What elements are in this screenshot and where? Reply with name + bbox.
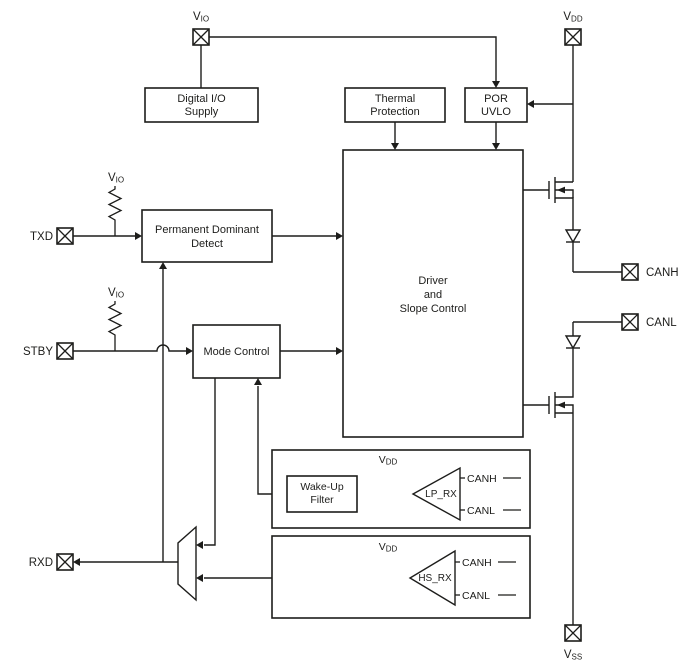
ls-body-arrow [557, 401, 565, 409]
arrow-mode-into-mux [196, 541, 203, 549]
rxd-mux-icon [177, 525, 197, 602]
stby-pin-label: STBY [23, 346, 53, 358]
pdd-label-line1: Permanent Dominant [155, 224, 259, 236]
arrow-into-por-right [527, 100, 534, 108]
hs-body-arrow [557, 186, 565, 194]
canl-pin-label: CANL [646, 317, 677, 329]
block-thermal-protection: Thermal Protection [344, 87, 446, 123]
pin-vio: VIO [192, 11, 210, 46]
lp-vdd-label: VDD [379, 454, 398, 467]
arrow-txd-into-pdd [135, 232, 142, 240]
ls-diode-triangle-icon [564, 335, 582, 350]
hs-canh-label: CANH [462, 557, 492, 569]
low-side-mosfet [548, 360, 574, 418]
arrow-mode-into-driver [336, 347, 343, 355]
rxd-pin-label: RXD [29, 557, 53, 569]
driver-label-line2: and [424, 289, 442, 301]
arrow-stby-into-mode [186, 347, 193, 355]
canh-pin-cross-icon [621, 263, 639, 281]
pin-canl: CANL [621, 313, 677, 331]
arrow-wake-into-mode [254, 378, 262, 385]
por-uvlo-label-line2: UVLO [481, 106, 511, 118]
vio-pin-label: VIO [193, 11, 209, 24]
thermal-protection-box [344, 87, 446, 123]
txd-pin-cross-icon [56, 227, 74, 245]
high-side-mosfet [548, 177, 574, 230]
block-mode-control: Mode Control [192, 324, 281, 379]
hs-rx-amplifier-icon [408, 549, 456, 607]
driver-slope-control-box [342, 149, 524, 438]
hs-receiver-outer-box [271, 535, 531, 619]
thermal-protection-label-line2: Protection [370, 106, 420, 118]
hs-rx-label: HS_RX [418, 573, 452, 584]
resistor-zigzag-icon [107, 301, 123, 351]
arrow-thermal-into-driver [391, 143, 399, 150]
digital-io-supply-box [144, 87, 259, 123]
pin-stby: STBY [23, 342, 74, 360]
hs-canl-label: CANL [462, 590, 490, 602]
resistor-zigzag-icon [107, 186, 123, 236]
lp-canh-label: CANH [467, 473, 497, 485]
pin-canh: CANH [621, 263, 679, 281]
mode-control-box [192, 324, 281, 379]
vio-pin-cross-icon [192, 28, 210, 46]
por-uvlo-label-line1: POR [484, 93, 508, 105]
rxd-pin-cross-icon [56, 553, 74, 571]
wire-mode-to-mux [204, 378, 216, 546]
block-digital-io-supply: Digital I/O Supply [144, 87, 259, 123]
pin-vss: VSS [564, 624, 582, 662]
hs-diode-triangle-icon [564, 229, 582, 244]
digital-io-supply-label-line2: Supply [185, 106, 219, 118]
stby-pin-cross-icon [56, 342, 74, 360]
vss-pin-cross-icon [564, 624, 582, 642]
wake-up-filter-label-line1: Wake-Up [300, 481, 344, 493]
lp-rx-amplifier-icon [411, 466, 461, 522]
stby-pullup-resistor: VIO [107, 287, 124, 351]
block-lp-receiver: Wake-Up Filter VDD LP_RX CANH CANL [271, 449, 531, 529]
digital-io-supply-label-line1: Digital I/O [177, 93, 226, 105]
block-hs-receiver: VDD HS_RX CANH CANL [271, 535, 531, 619]
txd-pullup-label: VIO [108, 172, 124, 185]
wake-up-filter-box [286, 475, 358, 513]
vdd-pin-label: VDD [563, 11, 582, 24]
wire-stby-to-mode [73, 344, 187, 352]
hs-source-lead [555, 197, 574, 230]
stby-pullup-label: VIO [108, 287, 124, 300]
driver-label-line1: Driver [418, 275, 448, 287]
block-driver-slope-control: Driver and Slope Control [342, 149, 524, 438]
pin-rxd: RXD [29, 553, 74, 571]
arrow-feedback-into-pdd [159, 262, 167, 269]
lp-canl-label: CANL [467, 505, 495, 517]
vdd-pin-cross-icon [564, 28, 582, 46]
block-por-uvlo: POR UVLO [464, 87, 528, 123]
wake-up-filter-label-line2: Filter [310, 494, 334, 506]
hs-vdd-label: VDD [379, 541, 398, 554]
arrow-por-into-driver [492, 143, 500, 150]
pin-txd: TXD [30, 227, 74, 245]
lp-rx-label: LP_RX [425, 489, 457, 500]
block-permanent-dominant-detect: Permanent Dominant Detect [141, 209, 273, 263]
mode-control-label: Mode Control [203, 346, 269, 358]
arrow-pdd-into-driver [336, 232, 343, 240]
arrow-into-por-top [492, 81, 500, 88]
por-uvlo-box [464, 87, 528, 123]
canh-pin-label: CANH [646, 267, 679, 279]
pin-vdd: VDD [563, 11, 583, 46]
driver-label-line3: Slope Control [400, 303, 467, 315]
low-side-diode [564, 322, 582, 360]
pdd-label-line2: Detect [191, 238, 223, 250]
thermal-protection-label-line1: Thermal [375, 93, 415, 105]
vss-pin-label: VSS [564, 649, 582, 662]
arrow-out-to-rxd-pin [73, 558, 80, 566]
txd-pin-label: TXD [30, 231, 53, 243]
canl-pin-cross-icon [621, 313, 639, 331]
arrow-hsrx-into-mux [196, 574, 203, 582]
wire-vio-to-por-uvlo [209, 36, 497, 82]
ls-drain-lead [555, 360, 574, 398]
txd-pullup-resistor: VIO [107, 172, 124, 236]
high-side-diode [564, 229, 582, 272]
permanent-dominant-detect-box [141, 209, 273, 263]
